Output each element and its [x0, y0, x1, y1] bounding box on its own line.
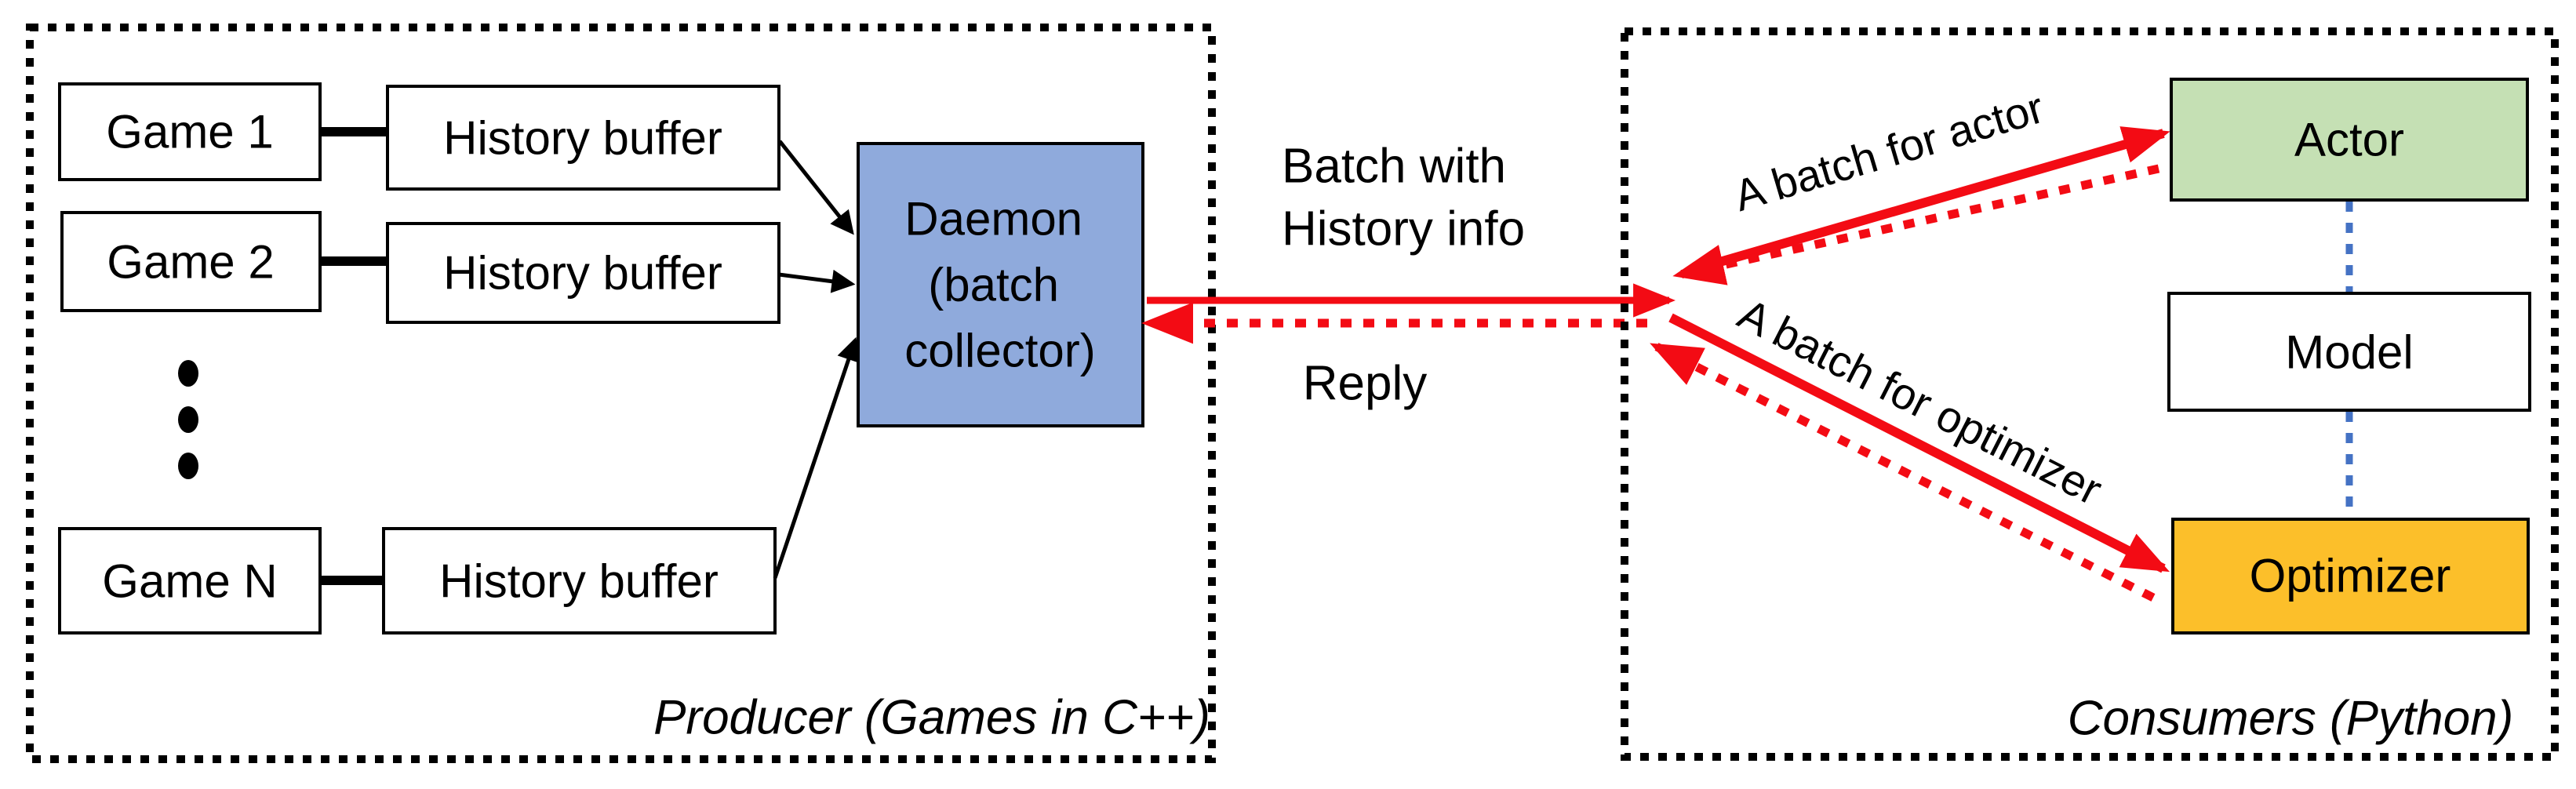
optimizer-box	[2171, 518, 2530, 634]
game-2-label: Game 2	[107, 236, 274, 289]
model-label: Model	[2285, 326, 2413, 379]
daemon-box	[857, 142, 1144, 427]
optimizer-return-arrow	[1650, 343, 2156, 602]
ellipsis-dots	[178, 360, 198, 479]
game-2-box	[60, 211, 322, 312]
ellipsis-dot	[178, 360, 198, 387]
history-buffer-n-box	[382, 527, 777, 634]
buffer-2-to-daemon-arrow	[778, 269, 856, 293]
batch-to-optimizer-arrow	[1668, 313, 2170, 573]
game-1-label: Game 1	[106, 106, 273, 158]
producer-caption: Producer (Games in C++)	[653, 691, 1210, 745]
batch-to-actor-arrow	[1697, 126, 2170, 273]
actor-box	[2170, 78, 2529, 202]
buffer-1-to-daemon-arrow	[778, 140, 854, 235]
request-flow-label: Batch with History info	[1282, 123, 1525, 256]
model-box	[2167, 292, 2531, 412]
ellipsis-dot	[178, 453, 198, 479]
consumers-caption: Consumers (Python)	[2068, 692, 2514, 746]
history-buffer-1-box	[386, 85, 780, 191]
ellipsis-dot	[178, 406, 198, 433]
consumers-group-border	[1621, 27, 2559, 761]
history-buffer-1-label: History buffer	[443, 112, 722, 165]
daemon-label: Daemon (batch collector)	[904, 176, 1095, 377]
optimizer-label: Optimizer	[2250, 550, 2451, 602]
history-buffer-2-label: History buffer	[443, 247, 722, 300]
buffer-n-to-daemon-arrow	[773, 336, 860, 579]
game-1-box	[58, 82, 322, 181]
reply-flow-label: Reply	[1303, 357, 1428, 411]
history-buffer-n-label: History buffer	[439, 555, 719, 608]
history-buffer-2-box	[386, 222, 780, 324]
actor-label: Actor	[2294, 114, 2404, 166]
game-n-label: Game N	[102, 555, 277, 608]
